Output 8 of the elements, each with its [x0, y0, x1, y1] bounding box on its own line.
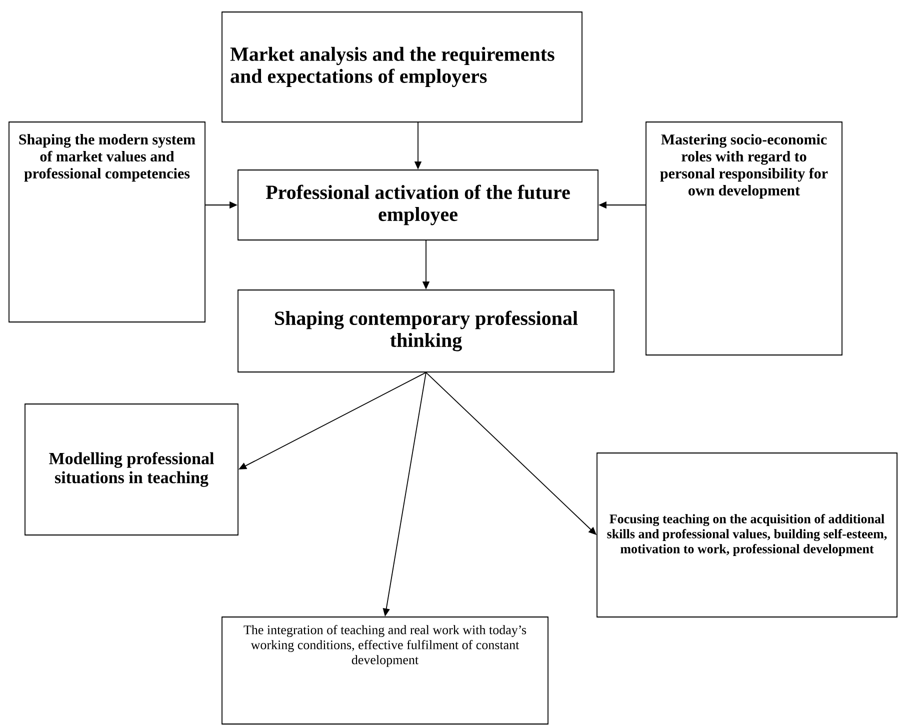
- text-box: The integration of teaching and real work with today’s working conditions, effective fulfilment of constant development: [222, 616, 548, 724]
- text-box: Mastering socio-economic roles with regard to personal responsibility for own development: [646, 122, 842, 356]
- text-box: Shaping the modern system of market values and professional competencies: [8, 122, 206, 322]
- text-box: Market analysis and the requirements and expectations of employers: [222, 12, 582, 122]
- text-box: Focusing teaching on the acquisition of additional skills and professional values, building self-esteem, motivation to work, professional development: [596, 452, 898, 618]
- text-box: Professional activation of the future employee: [238, 170, 598, 240]
- text-box: Shaping contemporary professional thinking: [238, 290, 614, 372]
- text-box: Modelling professional situations in teaching: [24, 404, 238, 536]
